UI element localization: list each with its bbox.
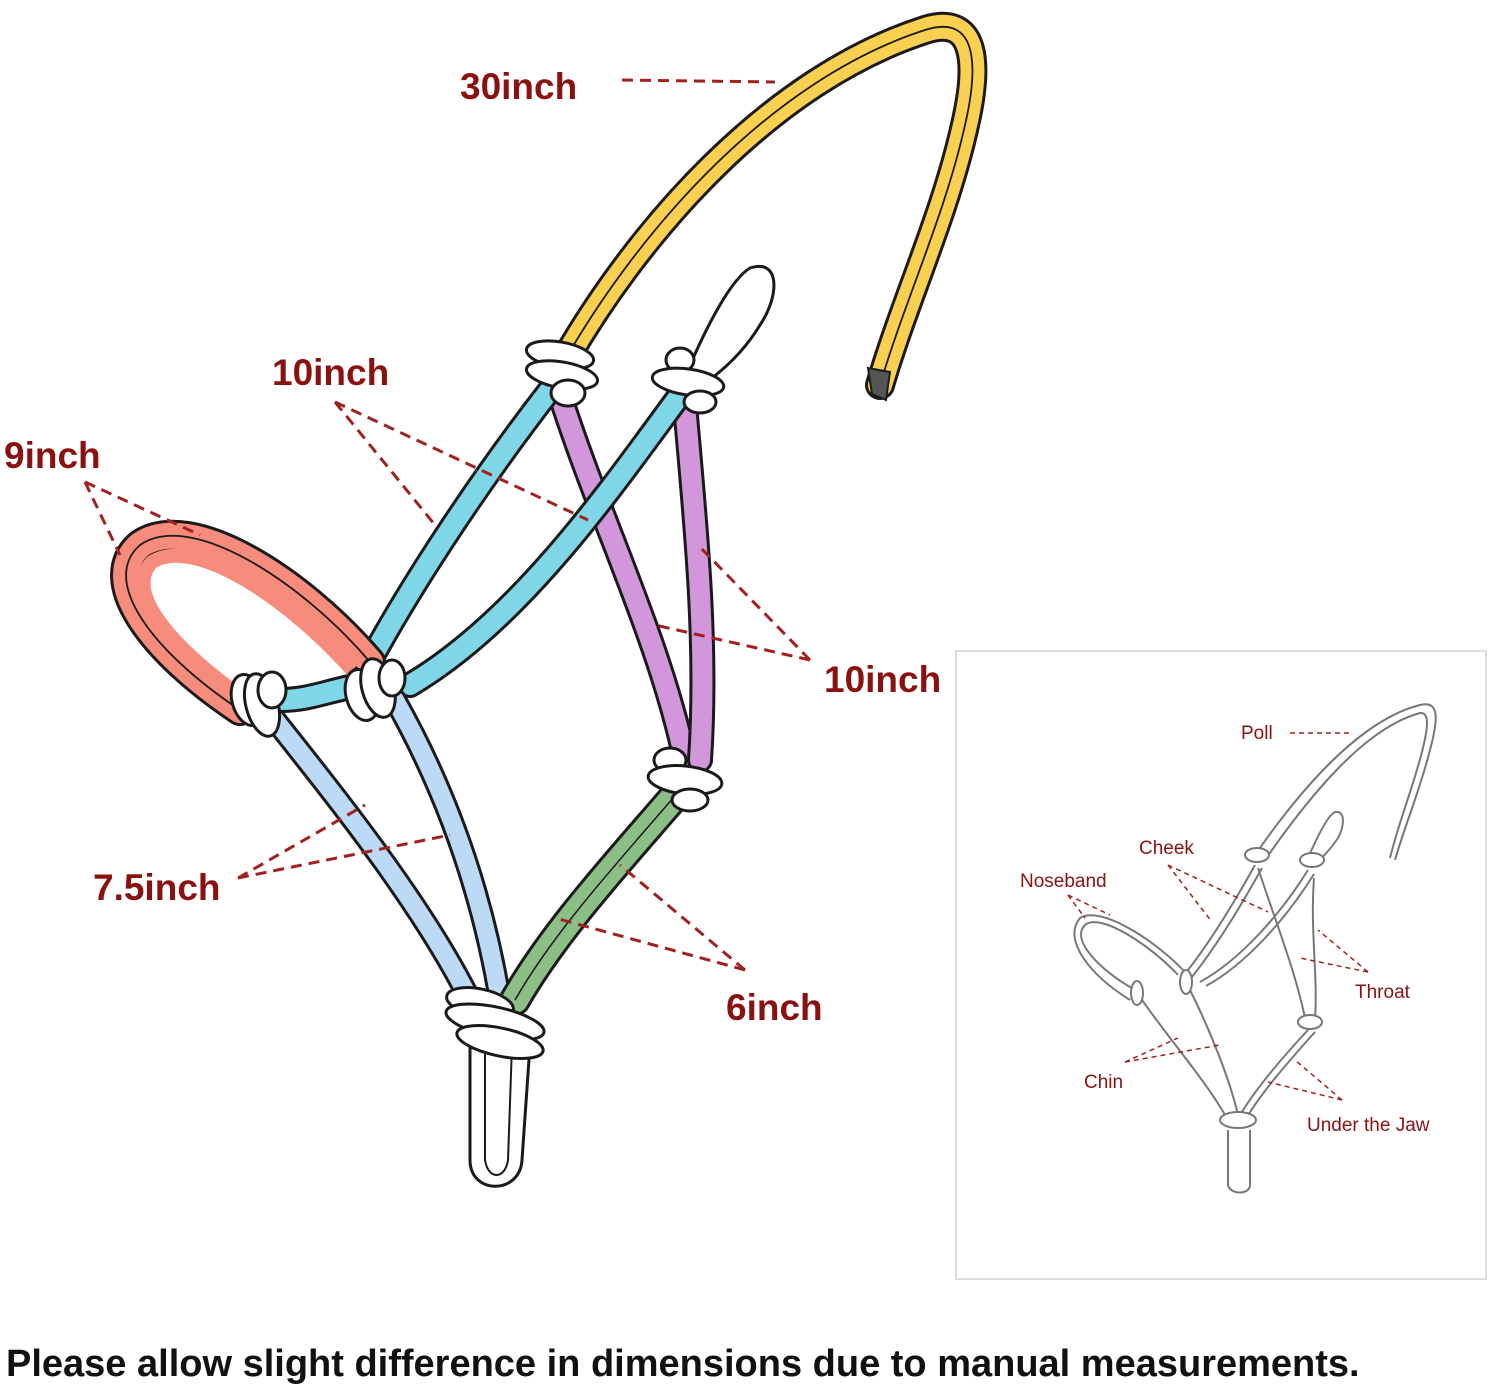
main-halter: 30inch 10inch 9inch 10inch 7.5inch 6inch xyxy=(4,11,988,1188)
bottom-loop xyxy=(468,1038,532,1188)
inset-label-noseband: Noseband xyxy=(1020,871,1107,892)
under-jaw-measurement: 6inch xyxy=(726,987,823,1028)
inset-halter xyxy=(1073,703,1437,1194)
noseband-measurement: 9inch xyxy=(4,435,101,476)
inset-label-throat: Throat xyxy=(1355,982,1411,1003)
knot-nose-right xyxy=(343,657,407,722)
throat-measurement: 10inch xyxy=(824,659,941,700)
top-loop xyxy=(686,264,776,380)
knot-poll-left xyxy=(524,339,600,408)
knots xyxy=(229,339,726,1060)
throat-straps xyxy=(547,382,716,773)
leader-lines xyxy=(83,78,812,972)
knot-bottom xyxy=(444,986,546,1060)
knot-nose-left xyxy=(229,670,288,738)
inset-panel xyxy=(955,650,1487,1280)
chin-straps xyxy=(263,688,512,1012)
poll-strap xyxy=(551,11,988,402)
inset-label-cheek: Cheek xyxy=(1139,838,1194,859)
cheek-measurement: 10inch xyxy=(272,352,389,393)
knot-poll-right xyxy=(650,346,726,415)
inset-label-chin: Chin xyxy=(1084,1072,1123,1093)
chin-measurement: 7.5inch xyxy=(93,867,221,908)
noseband-strap xyxy=(110,519,386,726)
poll-measurement: 30inch xyxy=(460,66,577,107)
knot-throat xyxy=(646,746,724,813)
under-jaw-straps xyxy=(499,774,696,1016)
measurement-disclaimer: Please allow slight difference in dimens… xyxy=(6,1343,1360,1385)
inset-leader-lines xyxy=(1067,732,1369,1101)
inset-label-under-the-jaw: Under the Jaw xyxy=(1307,1115,1430,1136)
inset-label-poll: Poll xyxy=(1241,723,1273,744)
